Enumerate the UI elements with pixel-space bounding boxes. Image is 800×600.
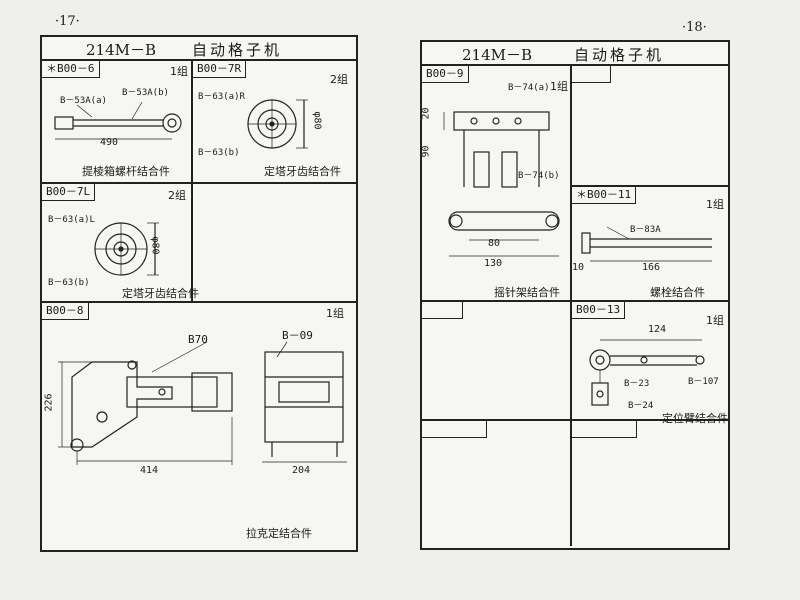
rack-side-drawing [262,341,347,463]
part-label: B－53A(a) [60,96,107,106]
left-page-number: ·17· [55,14,80,29]
part-code: B00－7L [42,184,96,201]
dimension: φ80 [149,236,161,255]
part-code: B00－7R [193,61,247,78]
part-label: B－24 [628,401,654,411]
part-label: B－09 [282,329,313,342]
right-page-frame: 214M－B 自动格子机 B00－9 1组 B－74(a) B－74(b) 20 [420,40,730,550]
needle-frame-drawing [443,111,560,257]
right-grid-divider [422,300,728,302]
part-label: B－63(a)L [48,215,95,225]
part-label: B－74(a) [508,83,550,93]
part-label: B70 [188,333,208,346]
part-caption: 定塔牙齿结合件 [122,287,199,300]
part-label: B－63(b) [198,148,240,158]
part-code: ＊B00－6 [42,61,100,78]
right-page-number: ·18· [682,20,707,35]
part-caption: 定塔牙齿结合件 [264,165,341,178]
dimension: 490 [100,137,119,148]
empty-cell-tab [422,302,463,319]
part-quantity: 1组 [550,80,568,93]
part-code: B00－9 [422,66,469,83]
part-caption: 提棱箱螺杆结合件 [82,165,170,178]
part-label: B－63(b) [48,278,90,288]
tower-gear-drawing [247,99,308,149]
dimension: 130 [484,258,503,269]
part-caption: 拉克定结合件 [246,527,312,540]
left-title-model: 214M－B [86,41,157,59]
part-caption: 摇针架结合件 [494,286,560,299]
right-title-name: 自动格子机 [574,46,665,64]
part-quantity: 1组 [706,198,724,211]
part-code: B00－8 [42,303,89,320]
left-page-frame: 214M－B 自动格子机 ＊B00－6 1组 B－53A(a) B－53A(b)… [40,35,358,552]
part-code: B00－13 [572,302,626,319]
dimension: 20 [420,107,432,120]
dimension: 10 [572,262,585,273]
part-label: B－53A(b) [122,88,169,98]
dimension: φ80 [311,111,323,130]
part-quantity: 1组 [326,307,344,320]
dimension: 90 [420,145,432,158]
bolt-drawing [581,226,712,262]
dimension: 226 [43,393,55,412]
part-code: ＊B00－11 [572,187,637,204]
part-label: B－23 [624,379,650,389]
part-caption: 螺栓结合件 [650,286,705,299]
tower-gear-drawing [94,222,159,276]
part-label: B－63(a)R [198,92,245,102]
part-quantity: 1组 [170,65,188,78]
right-grid-divider [570,66,572,546]
dimension: 414 [140,465,159,476]
rack-assembly-drawing [58,341,233,465]
part-quantity: 2组 [330,73,348,86]
dimension: 166 [642,262,661,273]
part-quantity: 1组 [706,314,724,327]
part-label: B－107 [688,377,719,387]
part-label: B－83A [630,225,661,235]
positioning-arm-drawing [589,339,705,406]
dimension: 204 [292,465,311,476]
left-page-title: 214M－B 自动格子机 [42,37,356,61]
right-page-title: 214M－B 自动格子机 [422,42,728,66]
left-grid-divider [42,301,356,303]
part-quantity: 2组 [168,189,186,202]
left-grid-divider [191,61,193,301]
empty-cell-tab [422,421,487,438]
right-grid-divider [570,185,728,187]
dimension: 124 [648,324,667,335]
left-grid-divider [42,182,356,184]
screw-rod-drawing [54,101,182,140]
dimension: 80 [488,238,501,249]
right-grid-divider [422,419,728,421]
right-title-model: 214M－B [462,46,533,64]
part-caption: 定位臂结合件 [662,412,728,425]
left-title-name: 自动格子机 [192,41,283,59]
empty-cell-tab [570,66,611,83]
empty-cell-tab [572,421,637,438]
